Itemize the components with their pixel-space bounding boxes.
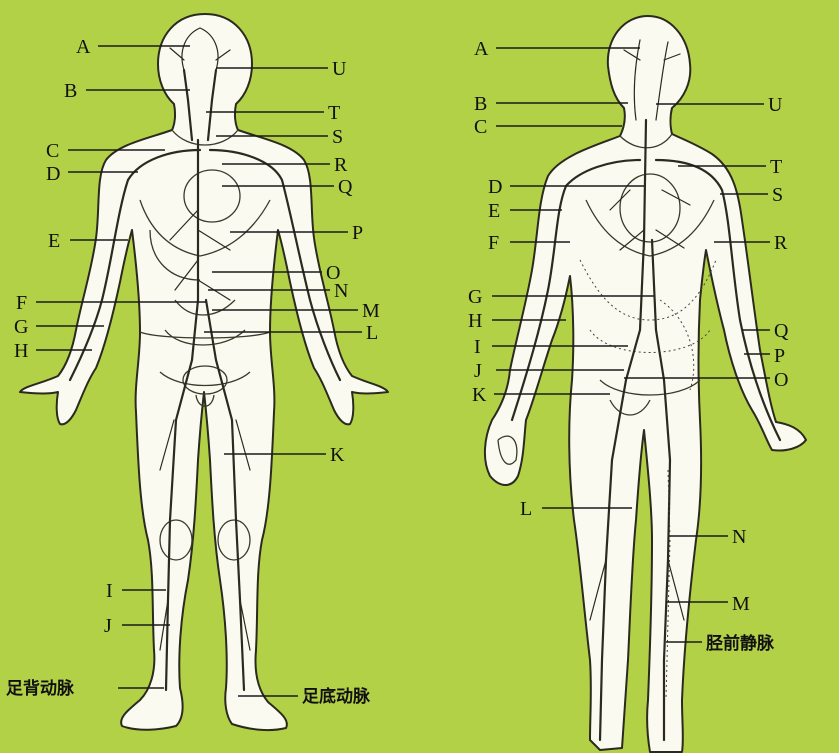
label-right-M: M [732,593,750,615]
label-right-I: I [474,336,481,358]
label-left-M: M [362,300,380,322]
label-left-U: U [332,58,347,80]
label-right-C: C [474,116,487,138]
label-right-E: E [488,200,500,222]
label-anterior-tibial-vein: 胫前静脉 [706,633,775,654]
label-left-R: R [334,154,348,176]
label-left-C: C [46,140,59,162]
label-right-Q: Q [774,320,789,342]
label-right-D: D [488,176,502,198]
label-dorsal-foot-artery: 足背动脉 [6,678,75,699]
label-left-G: G [14,316,28,338]
label-right-F: F [488,232,499,254]
label-right-O: O [774,369,788,391]
label-left-B: B [64,80,77,102]
label-right-J: J [474,360,482,382]
label-right-T: T [770,156,782,178]
label-left-P: P [352,222,363,244]
label-left-A: A [76,36,91,58]
label-left-I: I [106,580,113,602]
label-left-L: L [366,322,378,344]
label-right-K: K [472,384,487,406]
label-left-D: D [46,163,60,185]
label-right-N: N [732,526,746,548]
label-right-B: B [474,93,487,115]
label-left-K: K [330,444,345,466]
label-right-H: H [468,310,482,332]
label-left-Q: Q [338,176,353,198]
label-plantar-artery: 足底动脉 [302,686,371,707]
label-left-J: J [104,615,112,637]
label-left-T: T [328,102,340,124]
label-left-S: S [332,126,343,148]
label-right-U: U [768,94,783,116]
label-right-L: L [520,498,532,520]
label-right-R: R [774,232,788,254]
label-right-A: A [474,38,489,60]
label-right-P: P [774,345,785,367]
label-left-H: H [14,340,28,362]
label-left-E: E [48,230,60,252]
label-left-O: O [326,262,340,284]
label-left-F: F [16,292,27,314]
label-right-S: S [772,184,783,206]
label-right-G: G [468,286,482,308]
